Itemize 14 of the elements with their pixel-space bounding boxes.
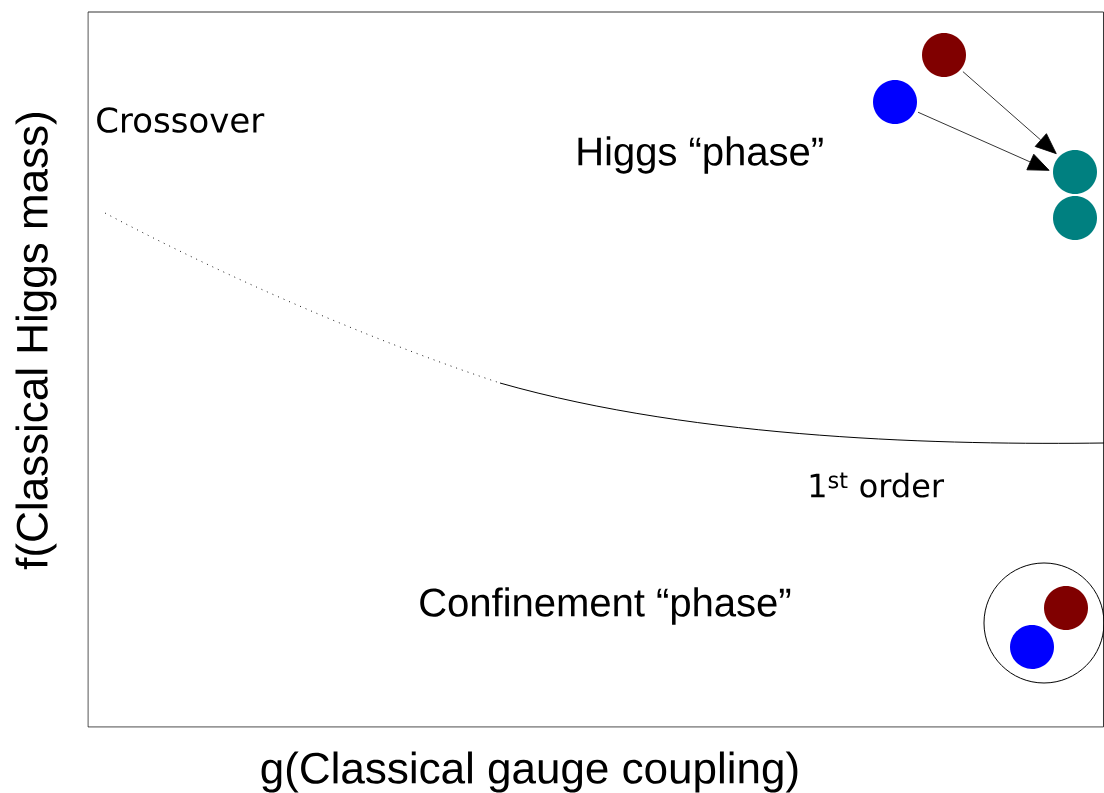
particle-circle [1044, 586, 1088, 630]
particle-circle [1010, 625, 1054, 669]
axis-label: f(Classical Higgs mass) [15, 113, 57, 570]
particle-circle [873, 80, 917, 124]
particle-circle [1053, 196, 1097, 240]
particle-circle [922, 33, 966, 77]
arrow [962, 71, 1057, 155]
region-label: Confinement “phase” [420, 587, 791, 625]
region-label: Crossover [97, 107, 265, 133]
region-label: 1$^{st}$ order [810, 472, 945, 498]
axis-label: g(Classical gauge coupling) [261, 751, 798, 793]
region-label: Higgs “phase” [578, 136, 823, 174]
arrow [917, 111, 1050, 171]
particle-circle [1053, 150, 1097, 194]
